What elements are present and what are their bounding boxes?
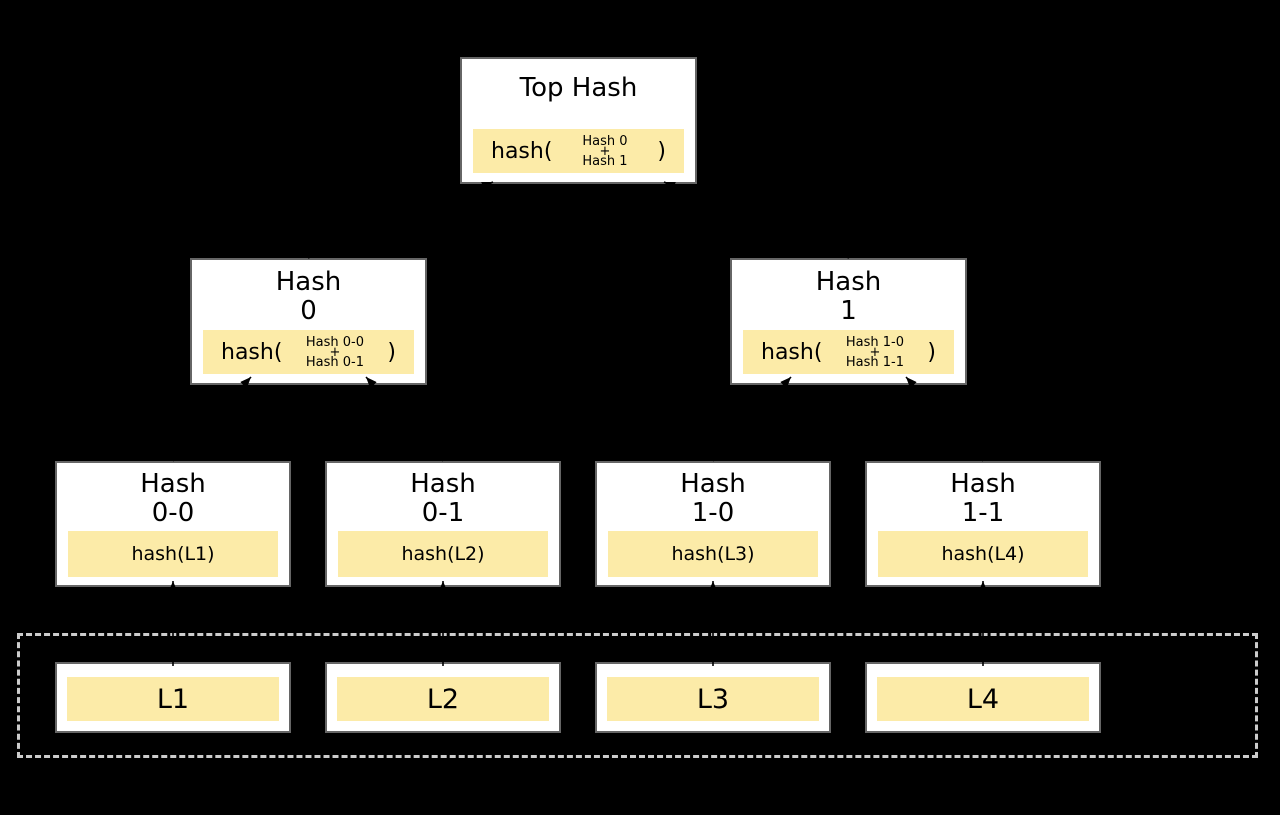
edge-hash-1-0-to-hash-1 [712, 376, 792, 462]
leaf-label: L4 [877, 677, 1089, 721]
node-title: Hash 1-0 [597, 463, 829, 528]
node-hash-1-0: Hash 1-0 hash(L3) [595, 461, 831, 587]
title-line-2: 1 [840, 296, 857, 326]
hash-formula: hash( Hash 0-0 + Hash 0-1 ) [203, 330, 414, 374]
hash-formula: hash(L2) [338, 531, 548, 577]
leaf-label: L3 [607, 677, 819, 721]
hash-formula: hash( Hash 1-0 + Hash 1-1 ) [743, 330, 954, 374]
title-line-1: Hash [815, 267, 882, 297]
formula-operands: Hash 0-0 + Hash 0-1 [305, 334, 364, 370]
formula-operand-1: Hash 0-0 [305, 334, 364, 350]
title-line-1: Hash [950, 469, 1016, 499]
formula-prefix: hash( [221, 339, 283, 365]
data-blocks-dashed-region [17, 633, 1258, 758]
plus-sign: + [599, 143, 611, 159]
title-line-2: 0 [300, 296, 317, 326]
node-top-hash: Top Hash hash( Hash 0 + Hash 1 ) [460, 57, 697, 184]
edge-hash-0-1-to-hash-0 [365, 376, 444, 462]
formula-operand-2: Hash 1 [582, 153, 628, 169]
title-line-2: 0-0 [151, 498, 195, 528]
title-line-2: 1-0 [691, 498, 735, 528]
hash-formula: hash(L1) [68, 531, 278, 577]
formula-suffix: ) [387, 339, 396, 365]
node-title: Hash 0-0 [57, 463, 289, 528]
node-hash-0-0: Hash 0-0 hash(L1) [55, 461, 291, 587]
leaf-label: L2 [337, 677, 549, 721]
title-line-2: 1-1 [961, 498, 1005, 528]
formula-operand-2: Hash 1-1 [845, 354, 904, 370]
node-l1: L1 [55, 662, 291, 733]
title-line-1: Hash [275, 267, 342, 297]
node-l2: L2 [325, 662, 561, 733]
formula-prefix: hash( [491, 138, 553, 164]
formula-operands: Hash 0 + Hash 1 [582, 133, 628, 169]
title-line-1: Hash [410, 469, 476, 499]
formula-operand-2: Hash 0-1 [305, 354, 364, 370]
node-hash-0-1: Hash 0-1 hash(L2) [325, 461, 561, 587]
node-title: Hash 0-1 [327, 463, 559, 528]
formula-operands: Hash 1-0 + Hash 1-1 [845, 334, 904, 370]
hash-formula: hash(L4) [878, 531, 1088, 577]
title-line-2: 0-1 [421, 498, 465, 528]
leaf-label: L1 [67, 677, 279, 721]
plus-sign: + [869, 344, 881, 360]
edge-hash-0-0-to-hash-0 [172, 376, 252, 462]
title-line-1: Hash [680, 469, 746, 499]
node-title: Hash 1-1 [867, 463, 1099, 528]
node-title: Top Hash [519, 73, 638, 103]
formula-prefix: hash( [761, 339, 823, 365]
hash-formula: hash(L3) [608, 531, 818, 577]
edge-hash-1-1-to-hash-1 [905, 376, 984, 462]
node-title: Hash 0 [192, 260, 425, 326]
node-title: Hash 1 [732, 260, 965, 326]
edge-hash-0-to-top-hash [307, 181, 494, 259]
title-line-1: Hash [140, 469, 206, 499]
node-l4: L4 [865, 662, 1101, 733]
plus-sign: + [329, 344, 341, 360]
node-hash-0: Hash 0 hash( Hash 0-0 + Hash 0-1 ) [190, 258, 427, 385]
formula-suffix: ) [657, 138, 666, 164]
formula-suffix: ) [927, 339, 936, 365]
formula-operand-1: Hash 1-0 [845, 334, 904, 350]
node-hash-1-1: Hash 1-1 hash(L4) [865, 461, 1101, 587]
edge-hash-1-to-top-hash [663, 181, 850, 259]
hash-formula: hash( Hash 0 + Hash 1 ) [473, 129, 684, 173]
formula-operand-1: Hash 0 [582, 133, 628, 149]
node-hash-1: Hash 1 hash( Hash 1-0 + Hash 1-1 ) [730, 258, 967, 385]
node-l3: L3 [595, 662, 831, 733]
